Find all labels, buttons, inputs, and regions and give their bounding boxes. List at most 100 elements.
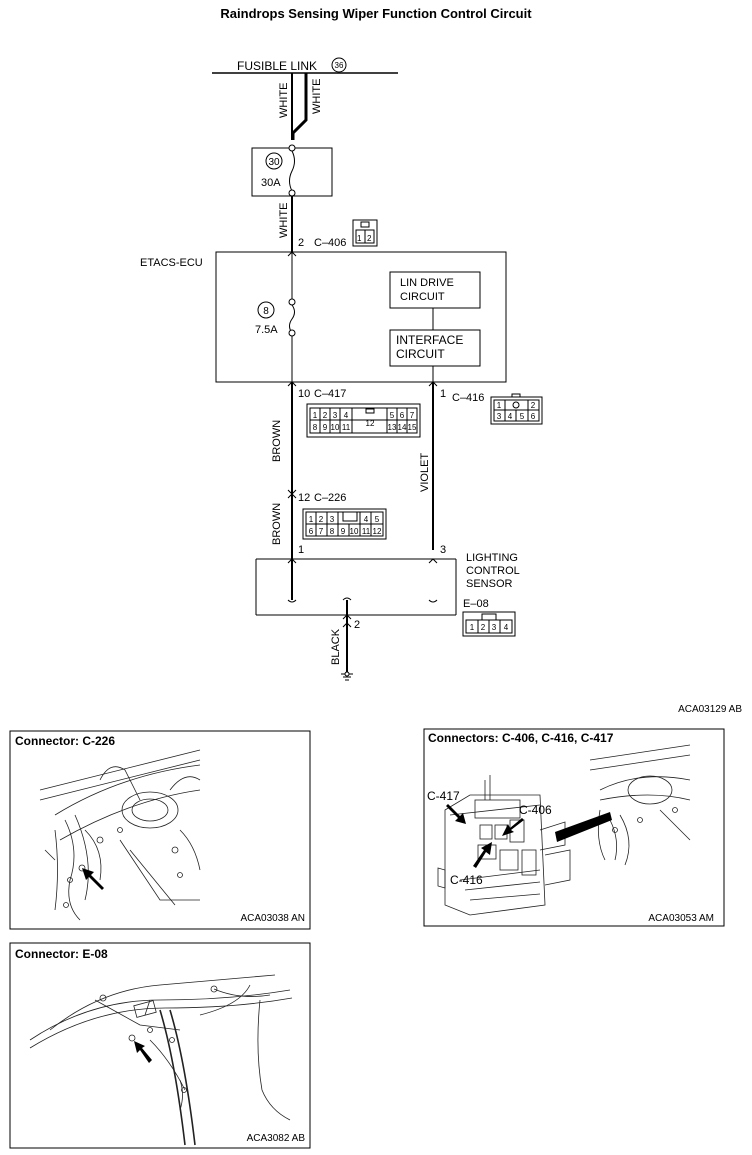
fuse-30-number-circle xyxy=(265,152,283,170)
c226-r2-p11: 11 xyxy=(362,527,371,536)
c417-r1-p7: 7 xyxy=(410,411,415,420)
interface-box xyxy=(389,329,481,367)
fuse-30-number: 30 xyxy=(268,157,280,168)
c417-r2-p10: 10 xyxy=(331,423,340,432)
e08-pin-4: 4 xyxy=(504,623,509,632)
c226-r1-p1: 1 xyxy=(309,515,314,524)
e08-pin-2: 2 xyxy=(481,623,486,632)
c417-r1-p1: 1 xyxy=(313,411,318,420)
wire-white-label-3: WHITE xyxy=(278,203,290,238)
c417-label: C–417 xyxy=(314,388,346,400)
dashboard-harness-illustration xyxy=(39,749,201,921)
e08-pin-3: 3 xyxy=(492,623,497,632)
photo-c406-title: Connectors: C-406, C-416, C-417 xyxy=(428,731,614,745)
callout-c406: C-406 xyxy=(519,803,552,817)
fuse-8-number-circle xyxy=(257,301,275,319)
photo-c226-code: ACA03038 AN xyxy=(241,913,306,924)
c417-r2-p15: 15 xyxy=(408,423,417,432)
photo-e08-title: Connector: E-08 xyxy=(15,947,108,961)
c226-r1-p4: 4 xyxy=(364,515,369,524)
c226-r1-p2: 2 xyxy=(319,515,324,524)
callout-c417: C-417 xyxy=(427,789,460,803)
c416-connector-icon xyxy=(490,393,543,425)
wire-white-label-1: WHITE xyxy=(278,83,290,118)
e08-arrow-icon xyxy=(134,1041,152,1063)
c416-label: C–416 xyxy=(452,392,484,404)
wire-white-label-2: WHITE xyxy=(311,79,323,114)
c416-r1-p1: 1 xyxy=(497,401,502,410)
c416-r2-p4: 4 xyxy=(508,412,513,421)
c406-connector-icon xyxy=(352,219,378,247)
wire-brown-label-2: BROWN xyxy=(271,503,283,545)
windshield-illustration xyxy=(29,974,293,1146)
fuse-8-symbol xyxy=(289,304,295,334)
c416-arrow-icon xyxy=(473,842,492,868)
lin-drive-line-2: CIRCUIT xyxy=(400,291,445,303)
lighting-sensor-line-1: LIGHTING xyxy=(466,552,518,564)
fuse-30-rating: 30A xyxy=(261,177,281,189)
wire-white-b xyxy=(291,73,308,140)
c417-r1-p3: 3 xyxy=(333,411,338,420)
wire-violet-label: VIOLET xyxy=(419,453,431,492)
c226-r2-p8: 8 xyxy=(330,527,335,536)
sensor-pin-1: 1 xyxy=(298,544,304,556)
c416-r2-p6: 6 xyxy=(531,412,536,421)
c226-r1-p3: 3 xyxy=(330,515,335,524)
sensor-pin-3: 3 xyxy=(440,544,446,556)
c417-center-pin: 12 xyxy=(366,419,375,428)
c416-r1-p2: 2 xyxy=(531,401,536,410)
c417-r2-p8: 8 xyxy=(313,423,318,432)
schematic: FUSIBLE LINK 36 WHITE WHITE 30 30A WHITE… xyxy=(140,57,742,715)
photo-panel-e08: Connector: E-08 ACA3082 AB xyxy=(9,942,311,1149)
ecu-pointer-wedge xyxy=(555,812,612,842)
c417-r2-p11: 11 xyxy=(342,423,351,432)
c226-connector-icon xyxy=(302,508,387,540)
c226-r2-p6: 6 xyxy=(309,527,314,536)
c406-label: C–406 xyxy=(314,237,346,249)
c417-pin: 10 xyxy=(298,388,310,400)
c417-arrow-icon xyxy=(446,804,466,824)
c226-label: C–226 xyxy=(314,492,346,504)
c226-r2-p10: 10 xyxy=(350,527,359,536)
c226-r2-p7: 7 xyxy=(319,527,324,536)
wire-black-label: BLACK xyxy=(330,628,342,665)
page-title: Raindrops Sensing Wiper Function Control… xyxy=(220,6,532,21)
c417-r1-p2: 2 xyxy=(323,411,328,420)
c226-pin: 12 xyxy=(298,492,310,504)
photo-panel-c226: Connector: C-226 ACA xyxy=(9,730,311,930)
fusible-link-number: 36 xyxy=(335,61,344,70)
c226-arrow-icon xyxy=(82,868,104,890)
callout-c416: C-416 xyxy=(450,873,483,887)
c226-r1-p5: 5 xyxy=(375,515,380,524)
e08-pin-1: 1 xyxy=(470,623,475,632)
c406-arrow-icon xyxy=(502,818,524,836)
fuse-8-rating: 7.5A xyxy=(255,324,278,336)
c406-pin-1: 1 xyxy=(357,234,362,243)
etacs-ecu-label: ETACS-ECU xyxy=(140,257,203,269)
c406-pin: 2 xyxy=(298,237,304,249)
c417-r1-p4: 4 xyxy=(344,411,349,420)
c416-r2-p5: 5 xyxy=(520,412,525,421)
lighting-sensor-line-2: CONTROL xyxy=(466,565,520,577)
lin-drive-box xyxy=(389,271,481,309)
photo-c406-code: ACA03053 AM xyxy=(648,913,714,924)
fuse-30-symbol xyxy=(289,150,295,192)
e08-label: E–08 xyxy=(463,598,489,610)
photo-e08-code: ACA3082 AB xyxy=(247,1133,306,1144)
photo-panel-c406-c416-c417: Connectors: C-406, C-416, C-417 xyxy=(423,728,725,927)
photo-c226-title: Connector: C-226 xyxy=(15,734,115,748)
c226-r2-p9: 9 xyxy=(341,527,346,536)
fusible-link-number-circle xyxy=(331,57,347,73)
c416-pin: 1 xyxy=(440,388,446,400)
c417-r2-p9: 9 xyxy=(323,423,328,432)
c226-r2-p12: 12 xyxy=(373,527,382,536)
c417-r2-p13: 13 xyxy=(388,423,397,432)
c417-r2-p14: 14 xyxy=(398,423,407,432)
c406-pin-2: 2 xyxy=(367,234,372,243)
ground-pin: 2 xyxy=(354,619,360,631)
lin-drive-line-1: LIN DRIVE xyxy=(400,277,454,289)
schematic-figure-code: ACA03129 AB xyxy=(678,704,742,715)
e08-connector-icon xyxy=(462,611,516,637)
fusible-link-label: FUSIBLE LINK xyxy=(237,59,317,73)
